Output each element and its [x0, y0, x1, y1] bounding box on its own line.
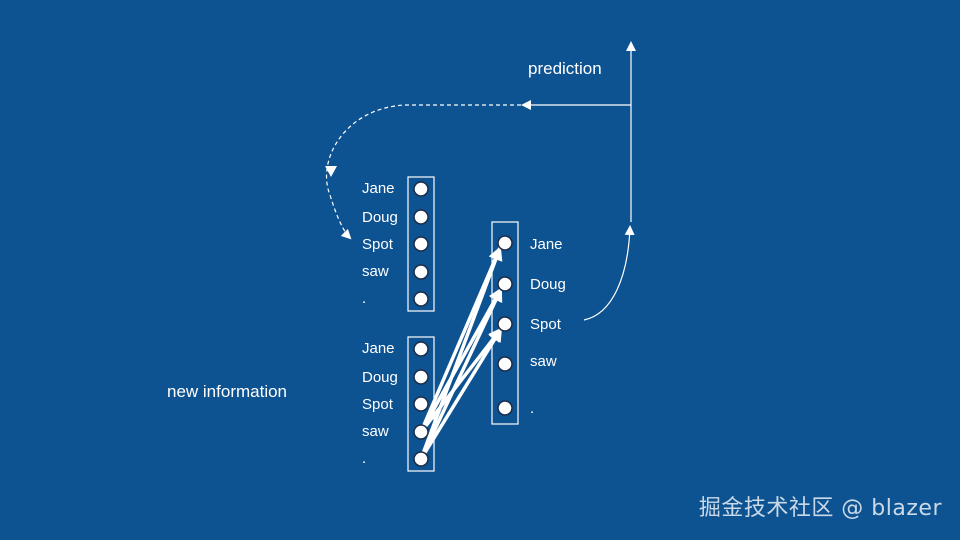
output-node — [497, 235, 513, 251]
context-word-label: Spot — [362, 236, 393, 253]
output-word-label: . — [530, 400, 535, 417]
feedback-dashed-curve — [325, 104, 521, 240]
input-node — [413, 341, 429, 357]
context-word-label: . — [362, 290, 367, 307]
context-node — [413, 291, 429, 307]
prediction-label: prediction — [528, 59, 602, 78]
output-word-label: Jane — [530, 236, 563, 253]
output-to-prediction-curve — [583, 225, 635, 321]
input-node — [413, 424, 429, 440]
output-nodes — [497, 235, 513, 416]
output-node — [497, 400, 513, 416]
output-word-label: saw — [530, 353, 557, 370]
output-word-label: Spot — [530, 316, 561, 333]
input-nodes — [413, 341, 429, 467]
input-node — [413, 396, 429, 412]
connection-arrow — [419, 287, 503, 460]
output-node — [497, 316, 513, 332]
output-node — [497, 276, 513, 292]
connection-arrow — [419, 246, 503, 460]
feedback-dashed-arrowhead — [325, 166, 337, 177]
context-node — [413, 181, 429, 197]
context-node — [413, 209, 429, 225]
connection-arrow — [419, 287, 503, 433]
connection-arrow — [419, 327, 503, 434]
context-node — [413, 264, 429, 280]
context-word-label: Jane — [362, 180, 395, 197]
output-word-label: Doug — [530, 276, 566, 293]
context-node — [413, 236, 429, 252]
new-information-label: new information — [167, 382, 288, 401]
input-word-label: Jane — [362, 340, 395, 357]
input-node — [413, 369, 429, 385]
context-word-label: Doug — [362, 209, 398, 226]
output-vector-box — [491, 221, 519, 425]
connection-arrow — [419, 327, 503, 460]
input-word-label: Spot — [362, 396, 393, 413]
input-word-label: . — [362, 450, 367, 467]
input-node — [413, 451, 429, 467]
input-output-connections — [419, 246, 503, 460]
input-word-label: Doug — [362, 369, 398, 386]
input-word-label: saw — [362, 423, 389, 440]
context-word-label: saw — [362, 263, 389, 280]
watermark: 掘金技术社区 @ blazer — [698, 496, 942, 521]
context-nodes — [413, 181, 429, 307]
context-vector-box — [407, 176, 435, 312]
output-node — [497, 356, 513, 372]
